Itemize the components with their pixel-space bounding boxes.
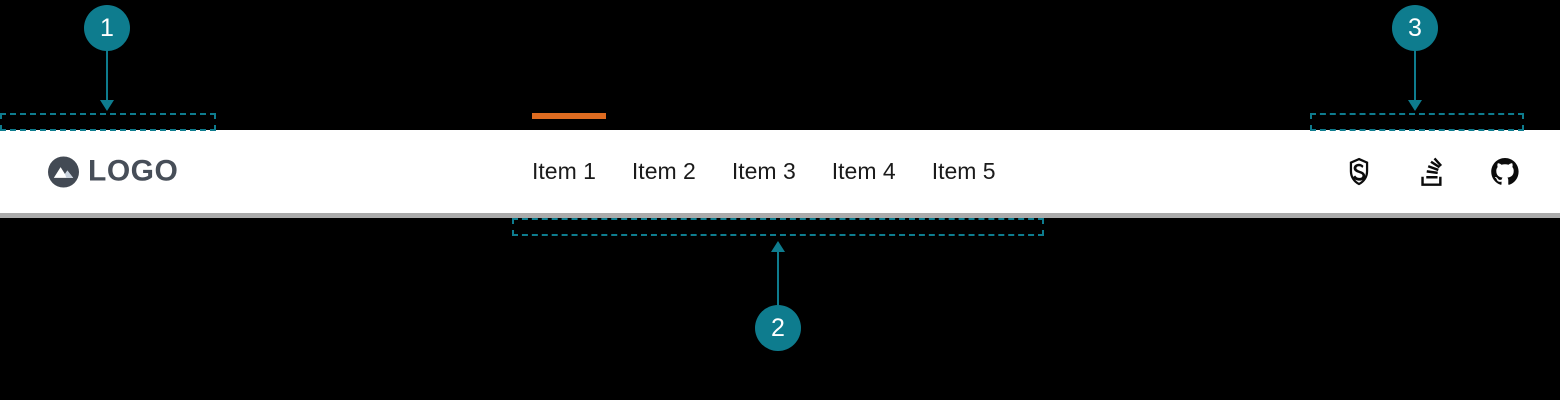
nav-item-4[interactable]: Item 4 bbox=[831, 158, 896, 184]
brand-label: LOGO bbox=[88, 154, 179, 188]
annotation-leader-line-1 bbox=[106, 48, 108, 106]
social-links bbox=[1344, 157, 1520, 187]
annotation-region-3 bbox=[1310, 113, 1524, 131]
github-icon[interactable] bbox=[1490, 157, 1520, 187]
navbar: LOGO Item 1 Item 2 Item 3 Item 4 Item 5 bbox=[0, 113, 1560, 218]
annotation-arrowhead-3 bbox=[1408, 100, 1422, 111]
annotation-region-2 bbox=[512, 218, 1044, 236]
superuser-s-icon[interactable] bbox=[1344, 157, 1374, 187]
mountain-logo-icon bbox=[48, 156, 79, 187]
stack-overflow-icon[interactable] bbox=[1417, 157, 1447, 187]
annotation-region-1 bbox=[0, 113, 216, 131]
annotation-arrowhead-2 bbox=[771, 241, 785, 252]
annotation-badge-1: 1 bbox=[84, 5, 130, 51]
annotation-arrowhead-1 bbox=[100, 100, 114, 111]
annotation-badge-3: 3 bbox=[1392, 5, 1438, 51]
nav-item-3[interactable]: Item 3 bbox=[731, 158, 796, 184]
annotation-leader-line-3 bbox=[1414, 48, 1416, 106]
annotation-leader-line-2 bbox=[777, 252, 779, 308]
brand-logo-link[interactable]: LOGO bbox=[48, 156, 178, 187]
nav-item-5[interactable]: Item 5 bbox=[931, 158, 996, 184]
annotation-badge-2: 2 bbox=[755, 305, 801, 351]
nav-item-1[interactable]: Item 1 bbox=[532, 113, 632, 183]
primary-nav: Item 1 Item 2 Item 3 Item 4 Item 5 bbox=[532, 113, 996, 213]
nav-item-2[interactable]: Item 2 bbox=[631, 158, 696, 184]
